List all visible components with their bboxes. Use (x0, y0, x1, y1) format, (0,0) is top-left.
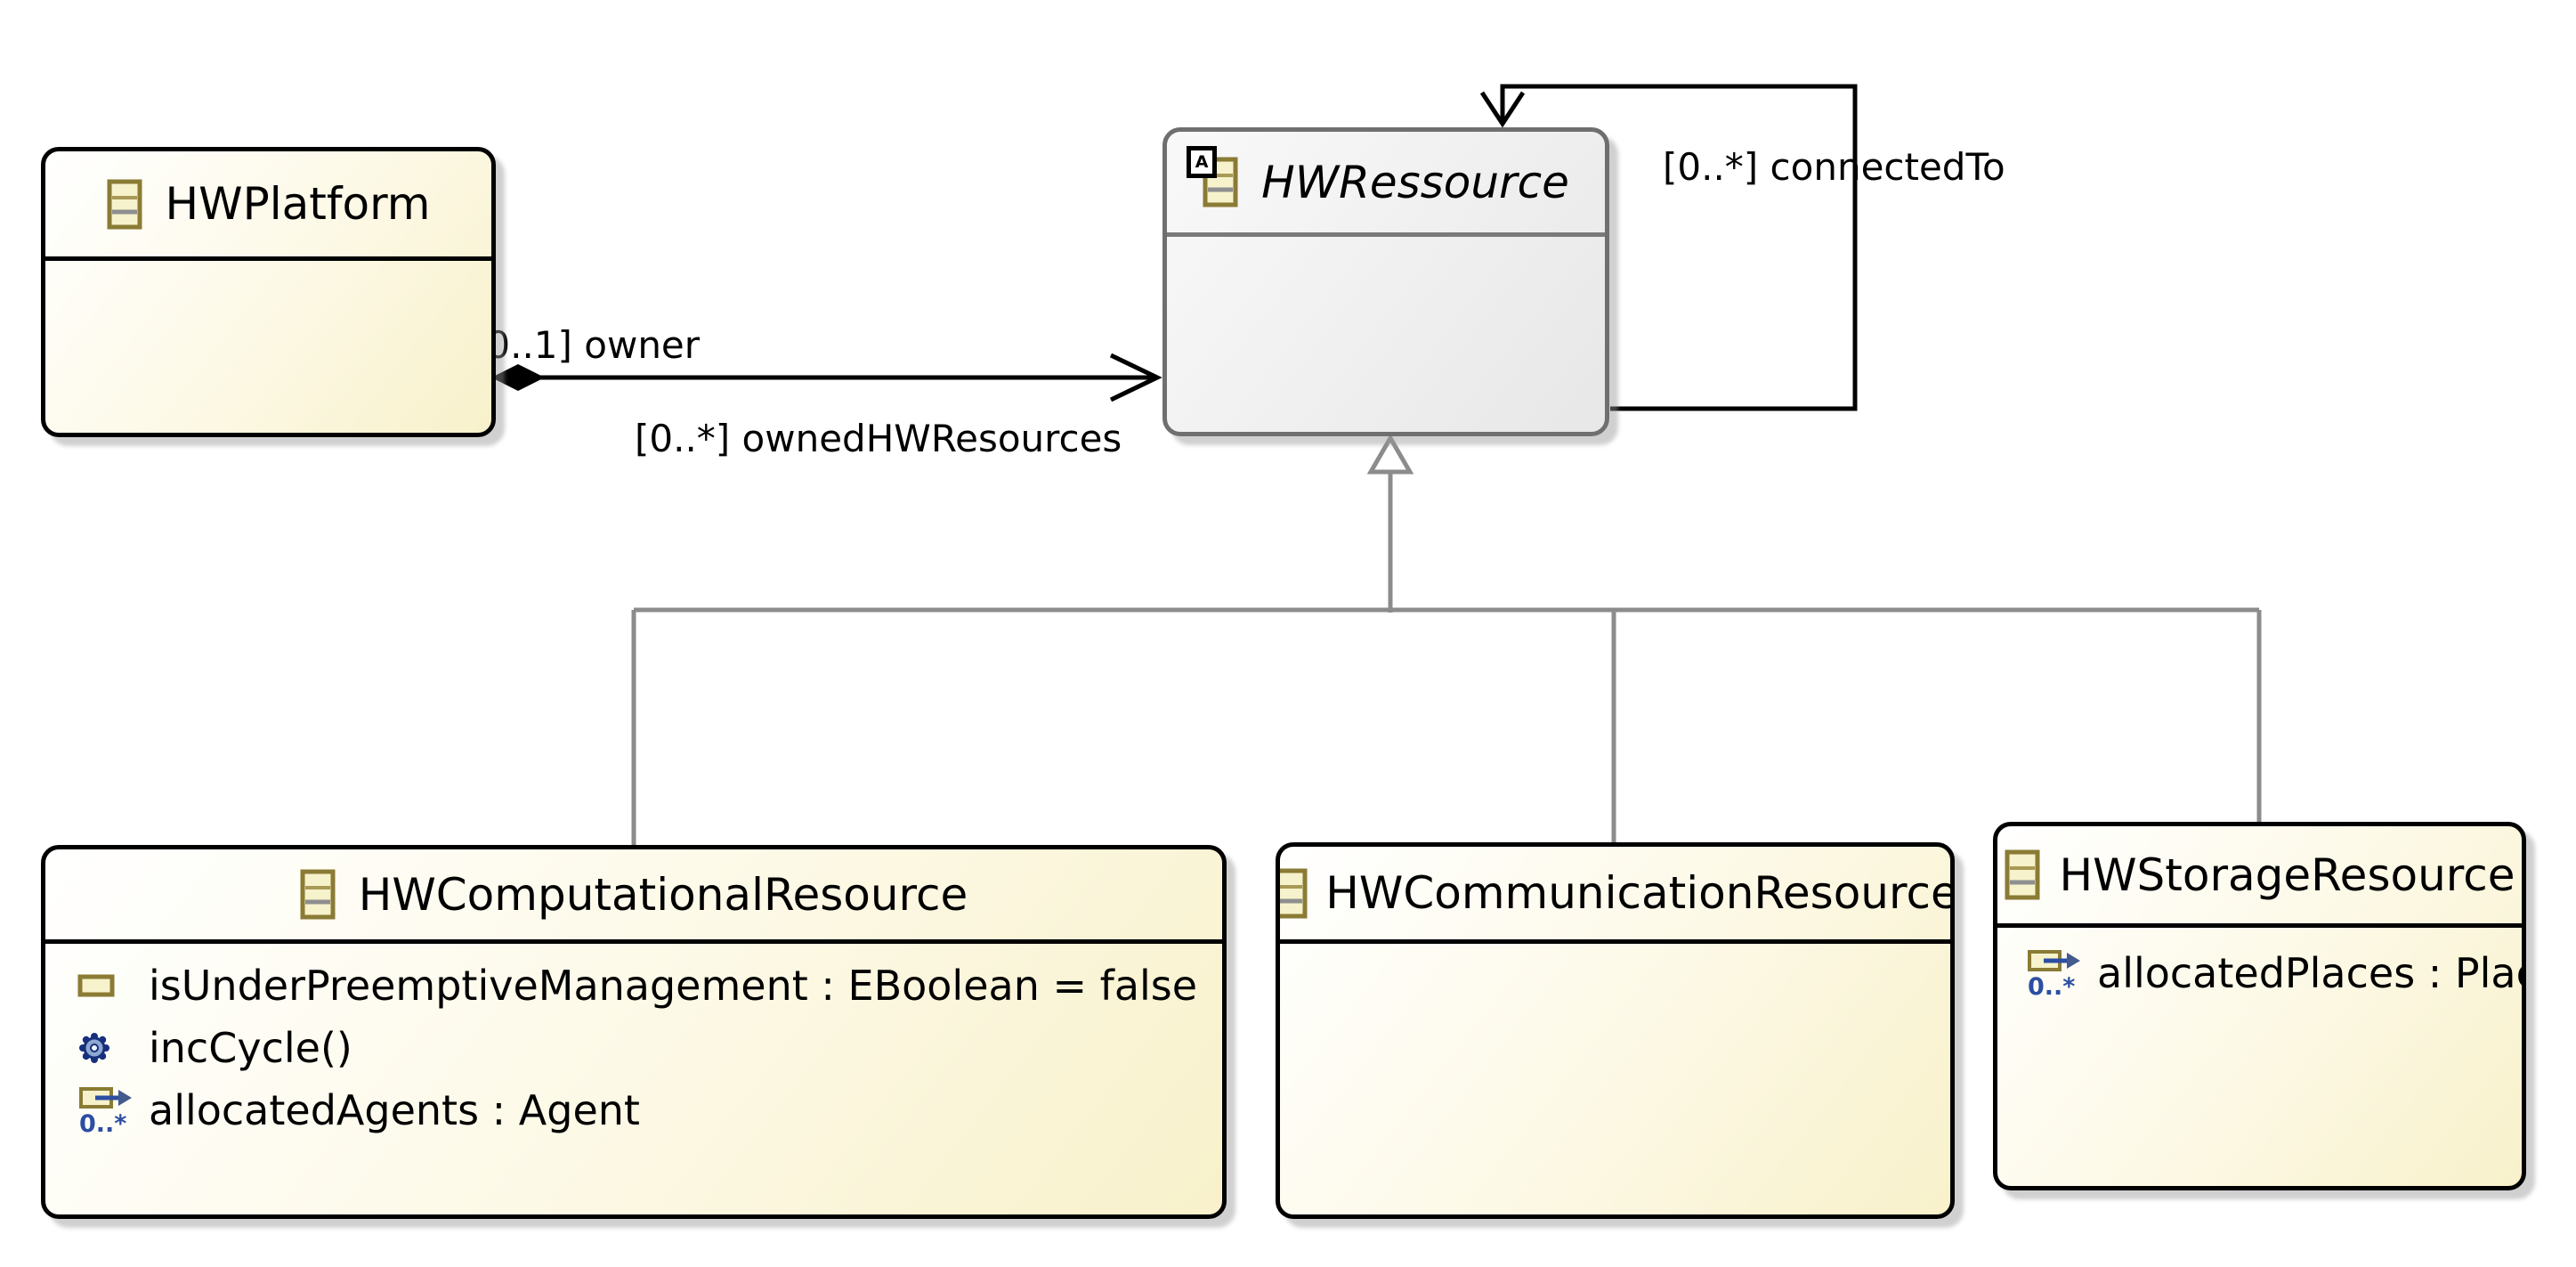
class-body: 0..* allocatedPlaces : Place (1997, 928, 2522, 1004)
operation-row[interactable]: incCycle() (45, 1017, 1222, 1079)
operation-label: incCycle() (149, 1024, 352, 1072)
class-title: HWPlatform (165, 178, 431, 230)
abstract-eclass-icon: A (1187, 146, 1238, 207)
attribute-label: isUnderPreemptiveManagement : EBoolean =… (149, 962, 1198, 1010)
class-body: isUnderPreemptiveManagement : EBoolean =… (45, 944, 1222, 1141)
eclass-icon (300, 869, 336, 920)
class-body (1280, 944, 1950, 954)
ereference-icon: 0..* (2026, 948, 2085, 998)
edge-label-ownedhwresources[interactable]: [0..*] ownedHWResources (635, 417, 1122, 460)
class-header: HWStorageResource (1997, 826, 2522, 928)
eclass-icon (2005, 849, 2040, 900)
ereference-icon: 0..* (77, 1085, 136, 1135)
reference-cardinality: 0..* (79, 1110, 126, 1135)
self-association-line[interactable] (1500, 84, 1858, 411)
class-header: HWCommunicationResource (1280, 847, 1950, 944)
composition-diamond (491, 364, 545, 391)
reference-label: allocatedPlaces : Place (2097, 949, 2522, 997)
class-header: HWPlatform (45, 151, 491, 261)
abstract-badge: A (1187, 146, 1218, 178)
generalization-edges[interactable] (631, 434, 2262, 848)
class-title: HWRessource (1261, 156, 1569, 208)
reference-label: allocatedAgents : Agent (149, 1086, 640, 1134)
generalization-triangle-arrowhead (1366, 434, 1414, 475)
class-box-hwcommunicationresource[interactable]: HWCommunicationResource (1276, 842, 1955, 1219)
class-body (1167, 237, 1605, 248)
self-association-edge-connectedto[interactable] (1479, 84, 1858, 411)
eclass-icon (107, 179, 142, 230)
eclass-icon (1280, 868, 1308, 919)
eoperation-gear-icon (77, 1031, 136, 1065)
class-header: A HWRessource (1167, 132, 1605, 237)
class-body (45, 261, 491, 272)
edge-label-connectedto[interactable]: [0..*] connectedTo (1663, 145, 2005, 189)
composition-open-arrowhead (1109, 353, 1162, 402)
class-box-hwcomputationalresource[interactable]: HWComputationalResource isUnderPreemptiv… (41, 845, 1227, 1219)
eattribute-icon (77, 974, 136, 997)
edge-label-owner[interactable]: [0..1] owner (472, 323, 701, 367)
reference-row[interactable]: 0..* allocatedPlaces : Place (1997, 942, 2522, 1004)
class-box-hwstorageresource[interactable]: HWStorageResource 0..* allocatedPlaces :… (1993, 822, 2526, 1190)
reference-cardinality: 0..* (2028, 973, 2075, 998)
reference-row[interactable]: 0..* allocatedAgents : Agent (45, 1079, 1222, 1141)
attribute-row[interactable]: isUnderPreemptiveManagement : EBoolean =… (45, 954, 1222, 1017)
class-title: HWComputationalResource (358, 868, 968, 921)
class-box-hwplatform[interactable]: HWPlatform (41, 147, 496, 437)
class-box-hwressource[interactable]: A HWRessource (1162, 127, 1609, 436)
class-title: HWCommunicationResource (1325, 867, 1950, 919)
self-association-arrowhead (1479, 91, 1526, 128)
class-header: HWComputationalResource (45, 849, 1222, 944)
class-title: HWStorageResource (2059, 849, 2515, 901)
composition-edge-ownedhwresources[interactable] (491, 353, 1162, 402)
